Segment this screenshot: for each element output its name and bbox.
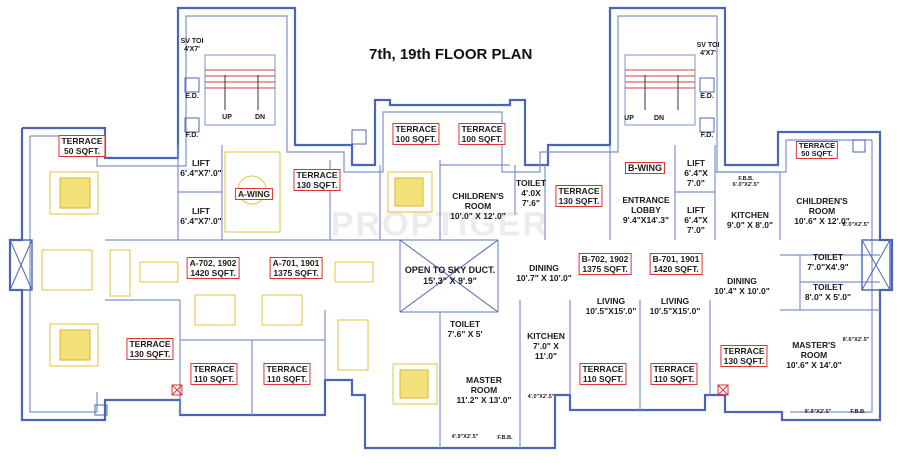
interior-walls [105, 145, 880, 448]
dim-bottom-left: 4'.9"X2'.5" [451, 434, 479, 440]
side-ducts [9, 129, 891, 416]
dim-side-right-2: 8'.6"X2'.5" [842, 337, 870, 343]
ed-left-label: E.D. [185, 93, 199, 100]
outer-walls [8, 6, 894, 450]
b-wing-label: B-WING [625, 162, 665, 174]
fd-right-label: F.D. [700, 132, 714, 139]
a-wing-label: A-WING [234, 188, 274, 200]
fbb-bottom-right: F.B.B. [850, 409, 866, 415]
furniture [41, 151, 438, 405]
stair-core-b [624, 54, 715, 133]
up-right-label: UP [624, 115, 634, 122]
stair-core-a [184, 54, 276, 133]
watermark: PROPTIGER [330, 205, 550, 244]
dim-side-right-1: 8'.0"X2'.5" [842, 222, 870, 228]
page-title: 7th, 19th FLOOR PLAN [369, 46, 533, 63]
fbb-bottom-left: F.B.B. [497, 435, 513, 441]
dn-right-label: DN [653, 115, 665, 122]
open-duct-label: OPEN TO SKY DUCT.15'.3" X 9'.9" [404, 265, 496, 286]
ed-right-label: E.D. [700, 93, 714, 100]
dim-bottom-mid: 4'.0"X2'.5" [527, 394, 555, 400]
fd-left-label: F.D. [185, 132, 199, 139]
up-left-label: UP [222, 114, 232, 121]
open-sky-duct [399, 239, 499, 313]
fbb-top-right-label: F.B.B.6'.0"X2'.5" [732, 176, 760, 188]
dn-left-label: DN [254, 114, 266, 121]
dim-bottom-right: 9'.9"X2'.5" [804, 409, 832, 415]
